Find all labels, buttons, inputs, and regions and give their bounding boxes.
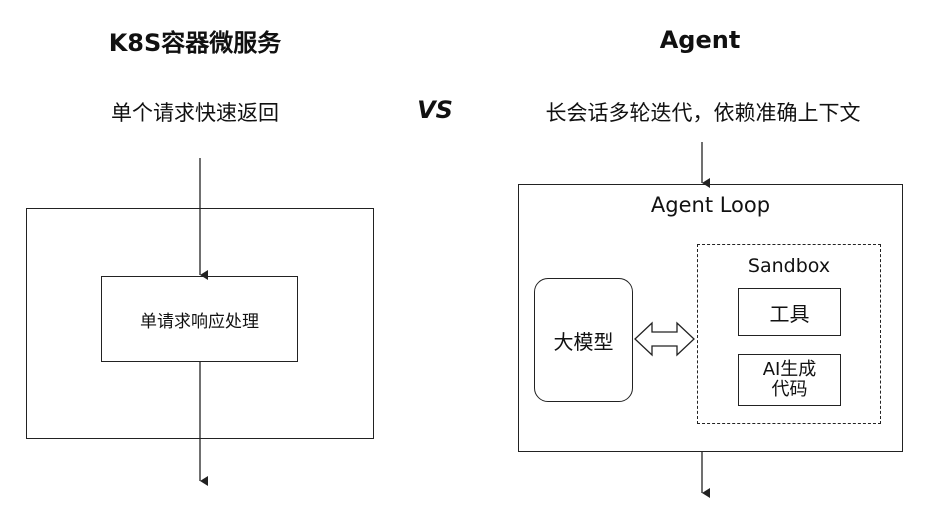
sandbox-label: Sandbox <box>747 255 831 277</box>
left-subtitle: 单个请求快速返回 <box>111 101 279 125</box>
double-arrow-icon <box>634 321 695 357</box>
left-title: K8S容器微服务 <box>108 28 282 57</box>
sandbox-box <box>697 244 881 424</box>
agent-loop-label: Agent Loop <box>650 193 771 217</box>
tool-label: 工具 <box>769 301 810 326</box>
vs-label: VS <box>417 96 453 124</box>
left-inner-box: 单请求响应处理 <box>101 276 298 362</box>
left-inner-box-label: 单请求响应处理 <box>140 311 259 332</box>
ai-code-label-line2: 代码 <box>771 379 808 400</box>
model-label: 大模型 <box>553 329 614 354</box>
right-subtitle: 长会话多轮迭代，依赖准确上下文 <box>545 101 861 125</box>
ai-code-box: AI生成 代码 <box>738 354 841 406</box>
tool-box: 工具 <box>738 288 841 336</box>
ai-code-label-line1: AI生成 <box>762 359 817 380</box>
agent-loop-box <box>518 184 903 452</box>
model-box: 大模型 <box>534 278 633 402</box>
right-title: Agent <box>659 26 741 54</box>
